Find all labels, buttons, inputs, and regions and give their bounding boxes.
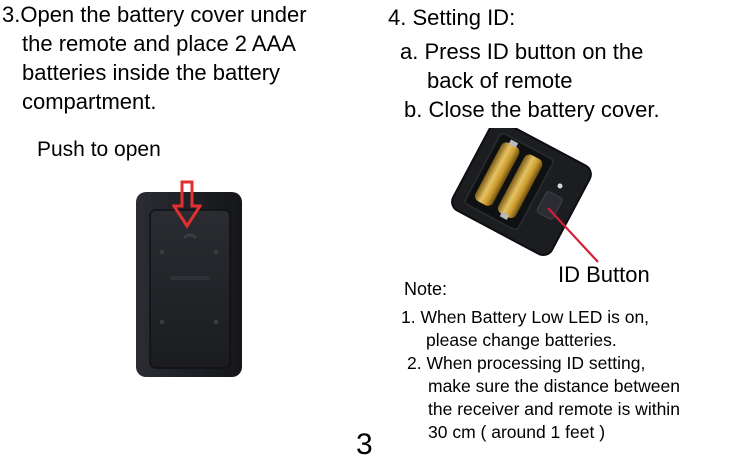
screw-icon: [213, 319, 219, 325]
cover-latch: [182, 233, 198, 240]
id-button-callout-line: [547, 207, 599, 263]
note-item-1-line-2: please change batteries.: [426, 330, 617, 350]
note-item-2-line-3: the receiver and remote is within: [428, 399, 680, 419]
id-button-label: ID Button: [558, 262, 650, 287]
id-button-dot: [557, 183, 563, 189]
note-item-1-line-1: 1. When Battery Low LED is on,: [401, 307, 650, 327]
step3-line-2: the remote and place 2 AAA: [22, 31, 296, 56]
step4-b-line: b. Close the battery cover.: [404, 97, 660, 122]
step4-heading: 4. Setting ID:: [388, 5, 516, 30]
battery-icon: [475, 142, 520, 206]
note-item-2-line-1: 2. When processing ID setting,: [407, 353, 646, 373]
step3-line-1: 3.Open the battery cover under: [2, 2, 307, 27]
step3-line-4: compartment.: [22, 89, 157, 114]
note-item-2-line-4: 30 cm ( around 1 feet ): [428, 422, 606, 442]
step4-a-line-2: back of remote: [427, 68, 573, 93]
step3-line-3: batteries inside the battery: [22, 60, 281, 85]
cover-ridge: [170, 276, 210, 280]
remote-back-photo: [136, 192, 242, 377]
battery-terminal: [508, 139, 519, 148]
step4-a-line-1: a. Press ID button on the: [400, 39, 644, 64]
screw-icon: [213, 249, 219, 255]
note-label: Note:: [404, 279, 448, 299]
battery-terminal: [499, 211, 510, 220]
battery-cover: [149, 209, 231, 369]
note-item-2-line-2: make sure the distance between: [428, 376, 680, 396]
battery-icon: [497, 154, 543, 219]
push-arrow-icon: [172, 180, 202, 229]
id-button: [536, 191, 563, 220]
push-to-open-label: Push to open: [37, 138, 161, 161]
battery-compartment-photo: [451, 128, 592, 257]
page-number: 3: [356, 428, 373, 461]
screw-icon: [159, 319, 165, 325]
screw-icon: [159, 249, 165, 255]
